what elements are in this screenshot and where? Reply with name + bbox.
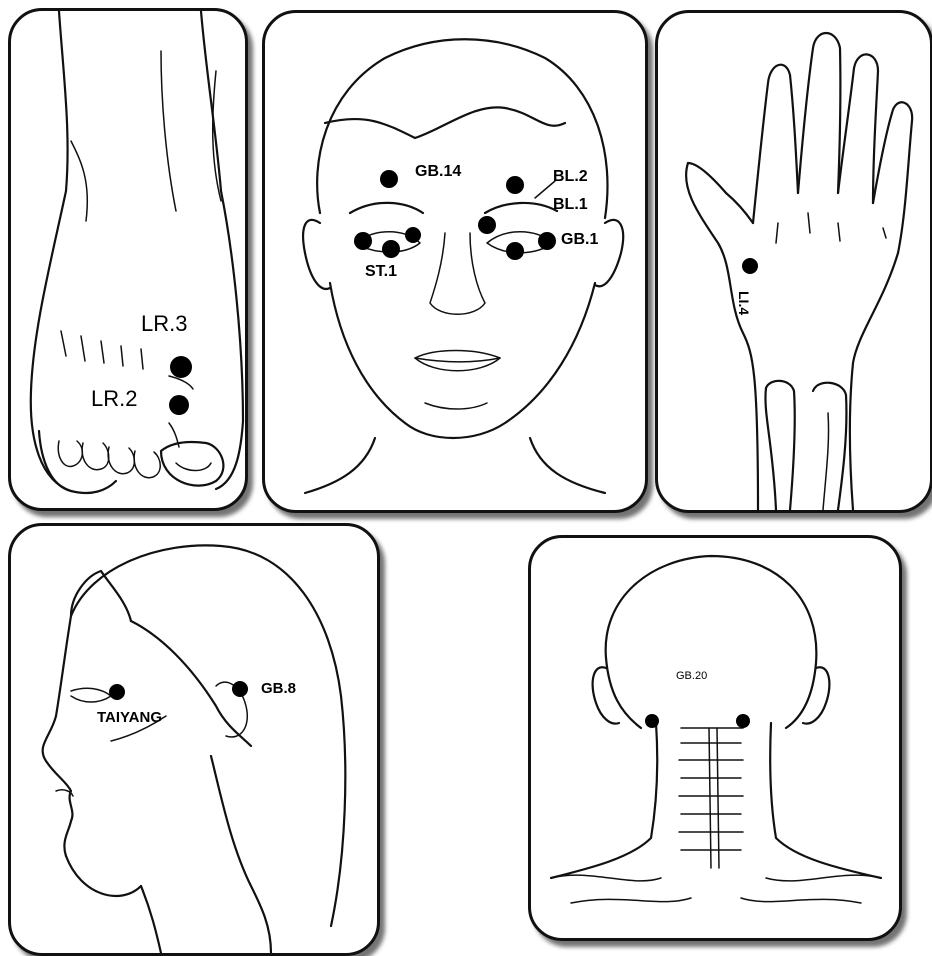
gb20-label: GB.20 bbox=[676, 670, 707, 682]
taiyang-label: TAIYANG bbox=[97, 709, 162, 726]
hand-illustration bbox=[658, 13, 930, 510]
lr2-label: LR.2 bbox=[91, 386, 137, 412]
front-face-illustration bbox=[265, 13, 645, 510]
lr2-point bbox=[169, 395, 189, 415]
gb8-point bbox=[232, 681, 248, 697]
gb14-label: GB.14 bbox=[415, 163, 461, 181]
bl2-label: BL.2 bbox=[553, 168, 588, 186]
lr3-point bbox=[170, 356, 192, 378]
taiyang-point bbox=[109, 684, 125, 700]
back-head-panel: GB.20 bbox=[528, 535, 902, 941]
st1-label: ST.1 bbox=[365, 263, 397, 281]
li4-point bbox=[742, 258, 758, 274]
front-face-panel: GB.14 BL.2 BL.1 GB.1 ST.1 bbox=[262, 10, 648, 513]
gb8-label: GB.8 bbox=[261, 680, 296, 697]
back-head-illustration bbox=[531, 538, 899, 938]
hand-panel: LI.4 bbox=[655, 10, 932, 513]
gb1-label: GB.1 bbox=[561, 231, 598, 249]
li4-label: LI.4 bbox=[736, 291, 752, 315]
bl1-label: BL.1 bbox=[553, 196, 588, 214]
foot-illustration bbox=[11, 11, 245, 508]
side-head-illustration bbox=[11, 526, 377, 953]
foot-panel: LR.3 LR.2 bbox=[8, 8, 248, 511]
lr3-label: LR.3 bbox=[141, 311, 187, 337]
side-head-panel: TAIYANG GB.8 bbox=[8, 523, 380, 956]
